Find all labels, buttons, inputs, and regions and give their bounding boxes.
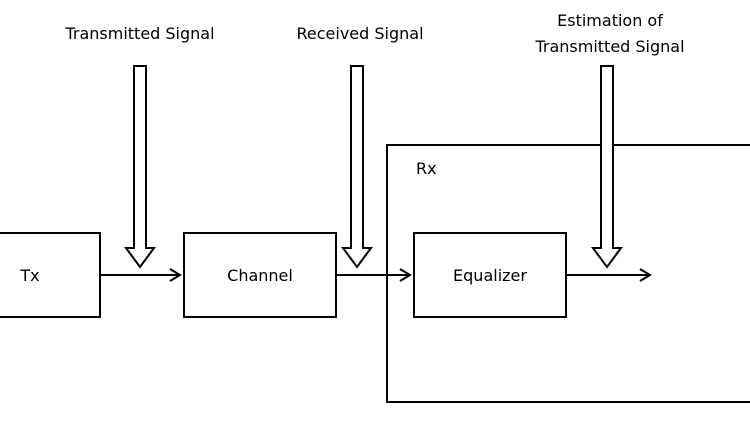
flow-arrow-equalizer-output bbox=[566, 268, 652, 282]
estimation-label-line1: Estimation of bbox=[557, 11, 663, 30]
estimation-label-line2: Transmitted Signal bbox=[535, 37, 685, 56]
rx-enclosure bbox=[386, 144, 750, 403]
equalizer-label: Equalizer bbox=[453, 266, 527, 285]
tx-label: Tx bbox=[19, 266, 39, 285]
received-signal-label: Received Signal bbox=[296, 24, 424, 43]
estimation-pointer-arrow bbox=[591, 65, 623, 269]
channel-label: Channel bbox=[227, 266, 293, 285]
rx-label: Rx bbox=[416, 159, 437, 178]
transmitted-signal-label: Transmitted Signal bbox=[65, 24, 215, 43]
equalizer-block bbox=[413, 232, 567, 318]
flow-arrow-tx-to-channel bbox=[100, 268, 182, 282]
received-signal-pointer-arrow bbox=[341, 65, 373, 269]
transmitted-signal-pointer-arrow bbox=[124, 65, 156, 269]
flow-arrow-channel-to-equalizer bbox=[336, 268, 412, 282]
tx-block bbox=[0, 232, 101, 318]
